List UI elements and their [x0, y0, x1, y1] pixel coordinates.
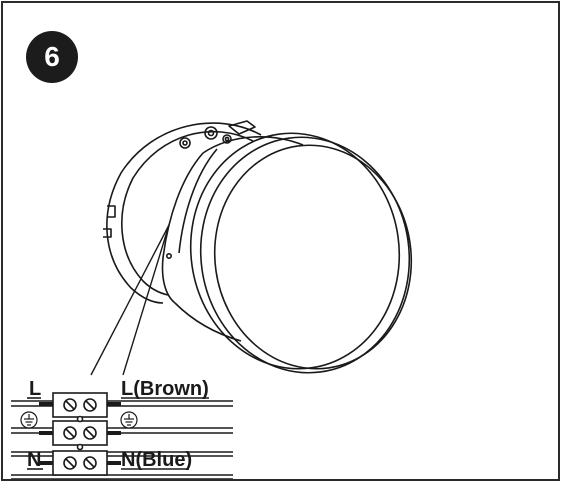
leader-lines [90, 224, 170, 376]
earth-ground-icon [120, 411, 138, 429]
neutral-terminal-label: N [27, 449, 42, 471]
terminal-block [52, 392, 108, 476]
step-number-badge: 6 [26, 31, 78, 83]
live-wire-brown-label: L(Brown) [121, 378, 209, 400]
fan-wiring-illustration [11, 120, 413, 479]
earth-ground-icon [20, 411, 38, 429]
label-underlines [27, 397, 209, 470]
live-terminal-label: L [29, 378, 42, 400]
neutral-wire-blue-label: N(Blue) [121, 449, 193, 471]
extractor-fan-drawing [103, 120, 413, 374]
wire-ends [39, 402, 121, 465]
